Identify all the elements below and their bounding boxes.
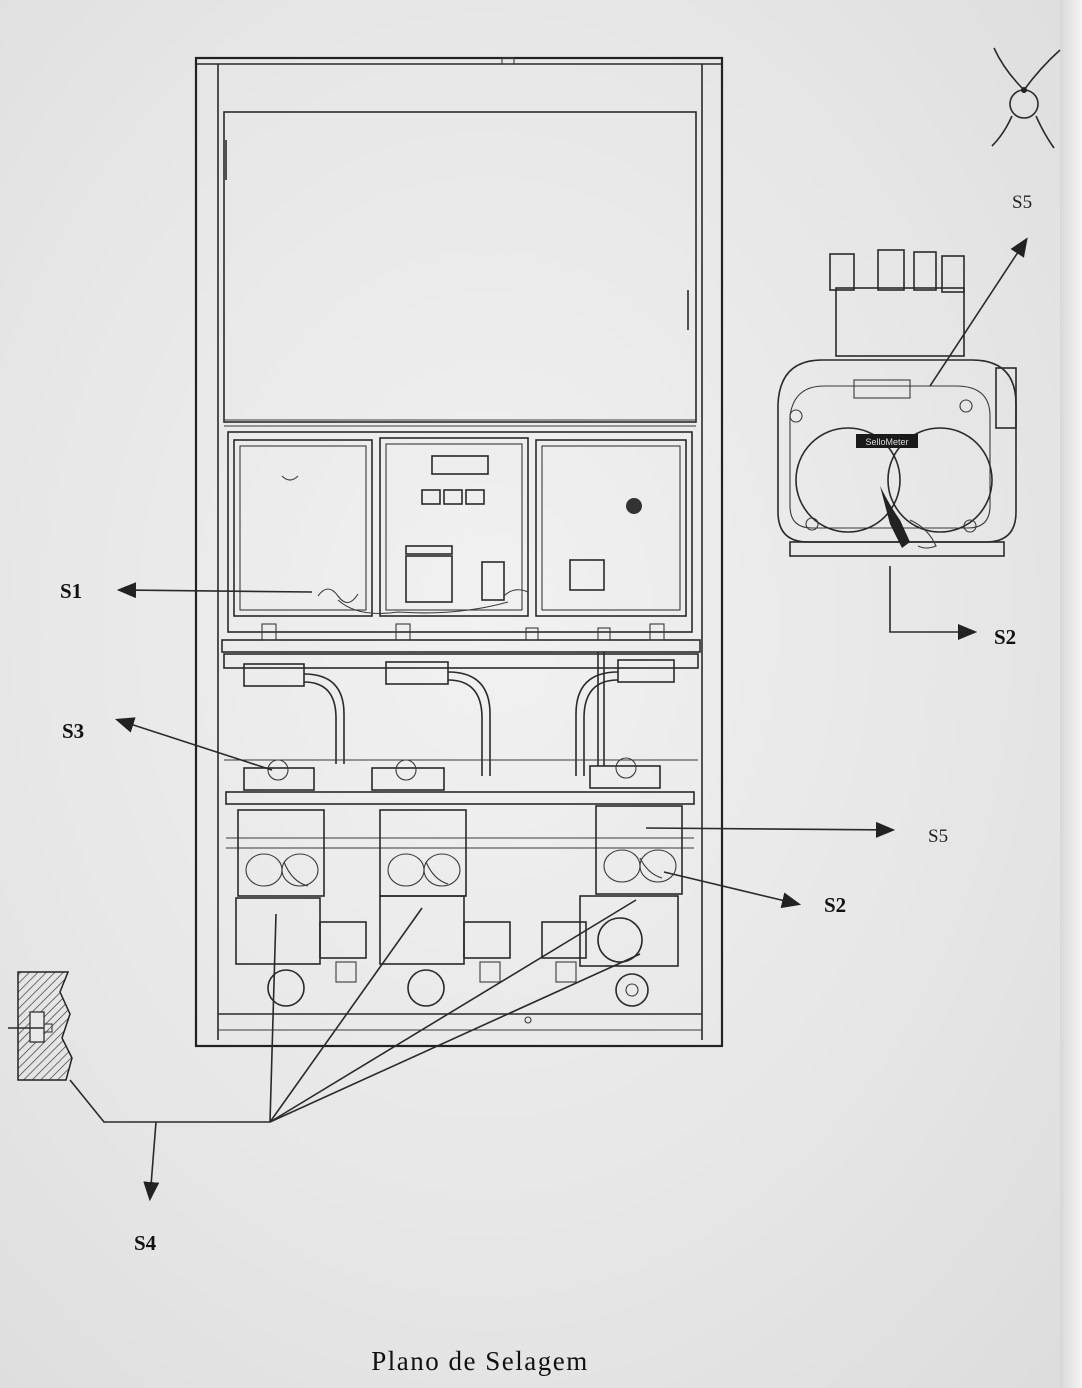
seal-symbol-icon	[991, 47, 1061, 149]
label-s4: S4	[134, 1231, 157, 1255]
label-s2-top: S2	[994, 625, 1016, 649]
hydraulic-section	[218, 623, 702, 1031]
label-s5-middle: S5	[928, 826, 948, 847]
label-s2-bottom: S2	[824, 893, 846, 917]
label-s3: S3	[62, 719, 84, 743]
meter-nameplate: SelloMeter	[865, 437, 908, 447]
label-s5-top: S5	[1012, 192, 1032, 213]
scan-edge	[1060, 0, 1082, 1388]
cross-section-detail	[8, 971, 73, 1081]
label-s1: S1	[60, 579, 82, 603]
dispenser-cabinet	[194, 56, 724, 1048]
electronics-panels	[227, 431, 693, 633]
figure-caption: Plano de Selagem	[371, 1346, 588, 1376]
callout-lines	[69, 237, 1028, 1202]
meter-detail-view: SelloMeter	[777, 249, 1017, 557]
